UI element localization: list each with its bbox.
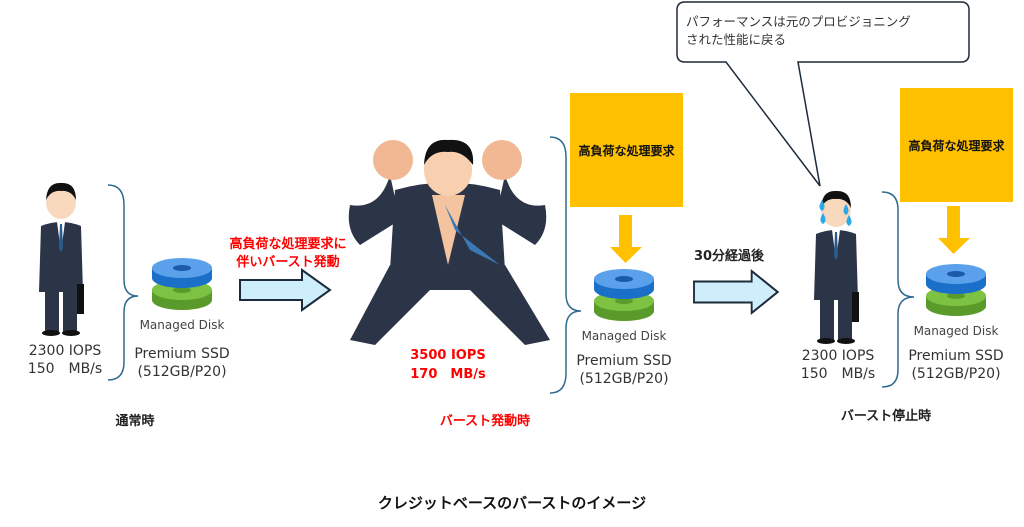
trigger-line1: 高負荷な処理要求に (229, 237, 347, 252)
disk-type: Premium SSD (134, 346, 230, 362)
burst-trigger-label: 高負荷な処理要求に伴いバースト発動 (210, 236, 366, 272)
disk-type: Premium SSD (576, 353, 672, 369)
elapsed-label: 30分経過後 (693, 249, 765, 264)
brace-icon (107, 184, 139, 381)
mbps-text: 170 MB/s (410, 367, 486, 382)
disk-size: (512GB/P20) (579, 371, 669, 387)
callout-line1: パフォーマンスは元のプロビジョニング (686, 14, 911, 29)
iops-text: 2300 IOPS (801, 348, 875, 364)
brace-icon (881, 191, 915, 388)
request-box: 高負荷な処理要求 (570, 93, 683, 207)
iops-text: 3500 IOPS (410, 348, 486, 363)
businessman-normal-icon (39, 182, 84, 336)
disk-label: Managed Disk (139, 318, 225, 332)
disk-type: Premium SSD (908, 348, 1004, 364)
businessman-sweating-icon (814, 190, 859, 344)
caption-normal: 通常時 (115, 414, 155, 429)
iops-text: 2300 IOPS (28, 343, 102, 359)
right-arrow-icon (692, 269, 779, 315)
disk-size: (512GB/P20) (137, 364, 227, 380)
caption-burst: バースト発動時 (439, 414, 531, 429)
request-box: 高負荷な処理要求 (900, 88, 1013, 202)
disk-icon (594, 269, 654, 321)
muscular-man-icon (348, 139, 550, 345)
mbps-text: 150 MB/s (800, 366, 876, 382)
disk-spec: Premium SSD (512GB/P20) (122, 345, 242, 381)
stopped-performance: 2300 IOPS 150 MB/s (793, 347, 883, 383)
disk-icon (152, 258, 212, 310)
disk-label: Managed Disk (581, 329, 667, 343)
down-arrow-icon (610, 215, 642, 263)
trigger-line2: 伴いバースト発動 (236, 255, 340, 270)
callout-line2: された性能に戻る (686, 32, 787, 47)
mbps-text: 150 MB/s (27, 361, 103, 377)
diagram-title: クレジットベースのバーストのイメージ (377, 494, 647, 512)
callout-text: パフォーマンスは元のプロビジョニングされた性能に戻る (686, 13, 911, 49)
burst-performance: 3500 IOPS 170 MB/s (398, 346, 498, 384)
down-arrow-icon (938, 206, 970, 254)
caption-stopped: バースト停止時 (840, 409, 932, 424)
right-arrow-icon (239, 269, 331, 311)
disk-label: Managed Disk (913, 324, 999, 338)
disk-icon (926, 264, 986, 316)
brace-icon (549, 136, 582, 394)
disk-spec: Premium SSD (512GB/P20) (896, 347, 1016, 383)
disk-size: (512GB/P20) (911, 366, 1001, 382)
normal-performance: 2300 IOPS 150 MB/s (20, 342, 110, 378)
disk-spec: Premium SSD (512GB/P20) (564, 352, 684, 388)
sweat-drops-icon (819, 200, 852, 226)
callout-bubble (676, 1, 970, 187)
